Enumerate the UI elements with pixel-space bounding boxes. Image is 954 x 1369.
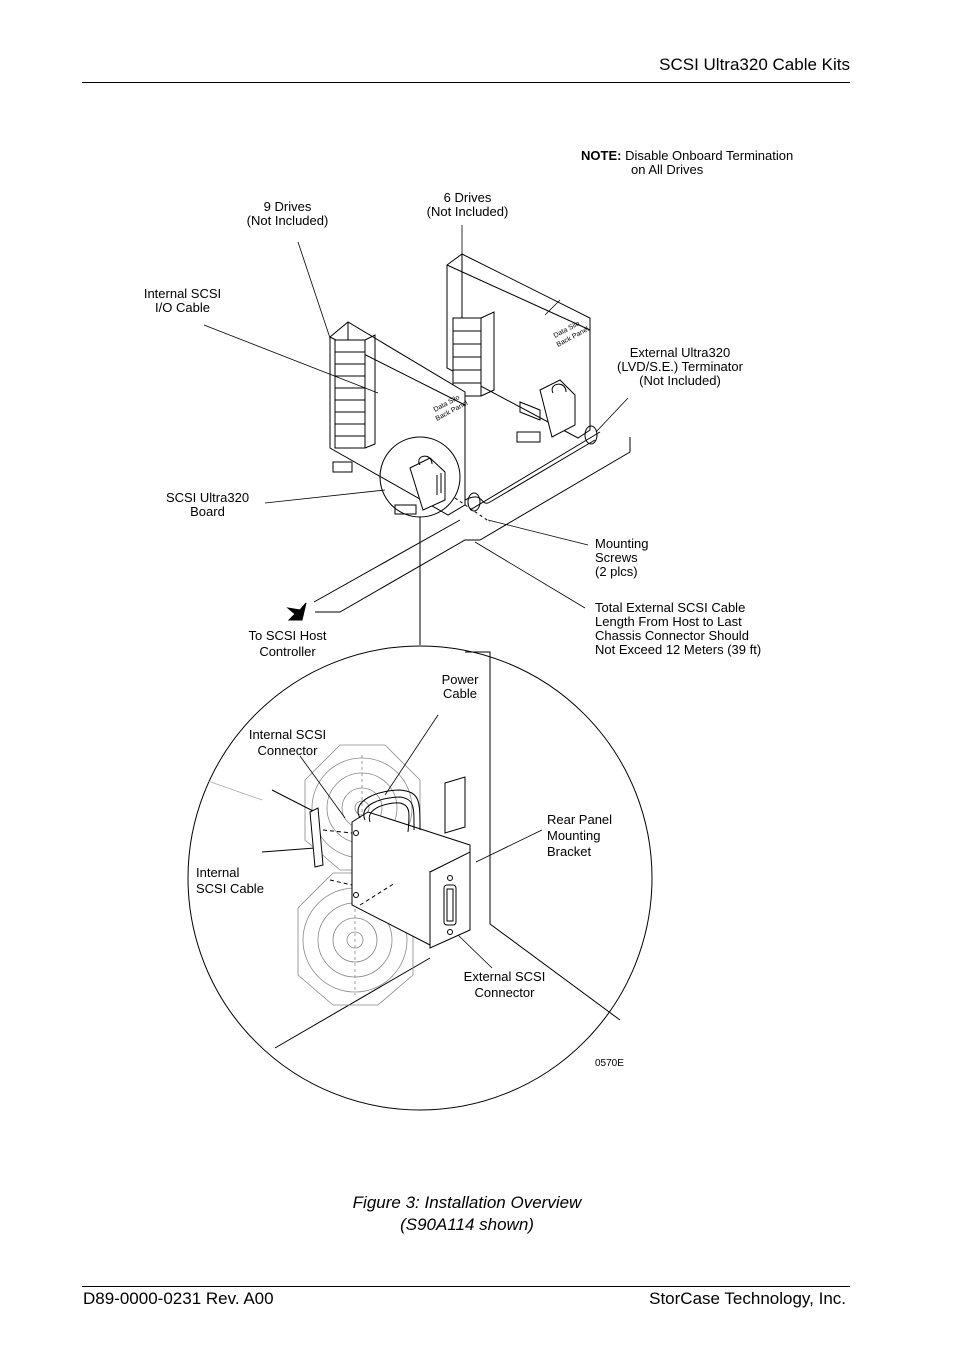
note-text-1: Disable Onboard Termination xyxy=(625,148,794,163)
length-line-3: Chassis Connector Should xyxy=(595,628,749,643)
ext-term-line-3: (Not Included) xyxy=(639,373,721,388)
mounting-screws-label: Mounting Screws (2 plcs) xyxy=(595,537,648,579)
header-title: SCSI Ultra320 Cable Kits xyxy=(659,55,850,74)
footer-doc-number: D89-0000-0231 Rev. A00 xyxy=(83,1289,274,1308)
length-line-2: Length From Host to Last xyxy=(595,614,742,629)
figure-caption: Figure 3: Installation Overview (S90A114… xyxy=(0,1192,934,1236)
note-line-1: NOTE: Disable Onboard Termination xyxy=(581,149,793,163)
host-line-2: Controller xyxy=(259,644,316,659)
ext-term-line-2: (LVD/S.E.) Terminator xyxy=(617,359,743,374)
internal-connector-label: Internal SCSI Connector xyxy=(230,727,345,759)
rear-panel-bracket-label: Rear Panel Mounting Bracket xyxy=(547,812,612,860)
nine-drives-label: 9 Drives (Not Included) xyxy=(230,200,345,228)
six-drives-line-2: (Not Included) xyxy=(426,204,509,219)
int-cable-line-2: SCSI Cable xyxy=(196,881,264,896)
six-drive-bays xyxy=(452,311,495,397)
internal-io-cable-label: Internal SCSI I/O Cable xyxy=(125,287,240,315)
board-line-2: Board xyxy=(190,504,225,519)
length-line-1: Total External SCSI Cable xyxy=(595,600,746,615)
ext-conn-line-1: External SCSI xyxy=(463,969,546,984)
host-line-1: To SCSI Host xyxy=(248,628,327,643)
host-controller-label: To SCSI Host Controller xyxy=(230,628,345,660)
internal-io-line-2: I/O Cable xyxy=(155,300,210,315)
internal-io-line-1: Internal SCSI xyxy=(143,286,222,301)
internal-cable-label: Internal SCSI Cable xyxy=(196,865,264,897)
external-terminator-label: External Ultra320 (LVD/S.E.) Terminator … xyxy=(605,346,755,388)
external-connector-label: External SCSI Connector xyxy=(447,969,562,1001)
note-bold: NOTE: xyxy=(581,148,622,163)
to-host-arrow-icon xyxy=(286,602,307,621)
external-connector xyxy=(443,884,457,926)
int-conn-line-2: Connector xyxy=(257,743,318,758)
footer-company: StorCase Technology, Inc. xyxy=(649,1289,846,1308)
cable-length-note: Total External SCSI Cable Length From Ho… xyxy=(595,601,761,657)
nine-drives-line-2: (Not Included) xyxy=(246,213,329,228)
ext-conn-line-2: Connector xyxy=(474,985,535,1000)
six-drive-chassis: Data Silo Back Panel xyxy=(446,253,591,443)
power-line-2: Cable xyxy=(443,686,477,701)
rear-line-2: Mounting xyxy=(547,828,601,843)
mounting-line-3: (2 plcs) xyxy=(595,564,638,579)
six-drives-line-1: 6 Drives xyxy=(443,190,492,205)
rear-line-1: Rear Panel xyxy=(547,812,613,827)
footer-rule xyxy=(82,1286,850,1287)
note-text-2: on All Drives xyxy=(631,162,704,177)
mounting-line-1: Mounting xyxy=(595,536,649,551)
drawing-code: 0570E xyxy=(595,1058,624,1069)
nine-drive-chassis: Data Silo Back Panel xyxy=(329,321,470,516)
caption-line-1: Figure 3: Installation Overview xyxy=(352,1193,582,1212)
rear-line-3: Bracket xyxy=(547,844,592,859)
leader-lines xyxy=(203,225,629,609)
power-line-1: Power xyxy=(441,672,479,687)
int-conn-line-1: Internal SCSI xyxy=(248,727,327,742)
six-drives-label: 6 Drives (Not Included) xyxy=(410,191,525,219)
board-line-1: SCSI Ultra320 xyxy=(165,490,250,505)
nine-drives-line-1: 9 Drives xyxy=(263,199,312,214)
external-cabling xyxy=(313,425,631,613)
header-rule xyxy=(82,82,850,83)
board-label: SCSI Ultra320 Board xyxy=(150,491,265,519)
internal-connector xyxy=(309,807,324,868)
nine-drive-bays xyxy=(334,334,376,449)
mounting-line-2: Screws xyxy=(595,550,638,565)
int-cable-line-1: Internal xyxy=(196,865,240,880)
power-cable-label: Power Cable xyxy=(420,673,500,701)
ext-term-line-1: External Ultra320 xyxy=(629,345,731,360)
caption-line-2: (S90A114 shown) xyxy=(400,1215,534,1234)
length-line-4: Not Exceed 12 Meters (39 ft) xyxy=(595,642,762,657)
detail-view xyxy=(187,645,653,1111)
